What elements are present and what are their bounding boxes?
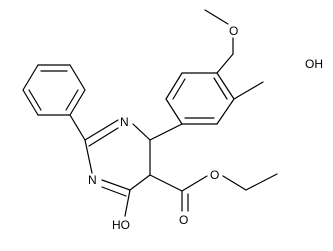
bond: [101, 186, 127, 197]
bond: [165, 72, 183, 100]
bond: [149, 174, 183, 192]
atom-n-lower: N: [88, 173, 97, 187]
bond: [216, 53, 234, 74]
atom-carbonyl-o: O: [179, 213, 188, 227]
atom-ho-bottom: HO: [112, 218, 130, 232]
bond: [69, 114, 86, 141]
bond: [216, 72, 235, 100]
atom-ester-o: O: [210, 168, 219, 182]
bond: [181, 175, 208, 192]
bond: [22, 89, 39, 116]
atom-methoxy-o: O: [229, 24, 238, 38]
bond: [245, 173, 278, 191]
bond: [216, 98, 235, 125]
bond: [165, 98, 183, 125]
bond: [88, 127, 119, 147]
bond: [172, 78, 186, 100]
atom-labels: N N HO OH O O O: [88, 24, 323, 232]
bond: [129, 174, 151, 191]
bond: [101, 179, 131, 191]
atom-oh-aryl: OH: [305, 57, 323, 71]
bond: [65, 89, 79, 111]
bond: [233, 81, 264, 100]
bond: [213, 77, 228, 100]
bond: [222, 175, 247, 191]
bond: [69, 64, 86, 91]
bond: [69, 89, 86, 116]
bond: [84, 139, 93, 174]
bond: [132, 123, 151, 141]
bond: [124, 189, 131, 217]
bond: [28, 89, 42, 111]
bonds: [22, 9, 278, 217]
bond: [84, 119, 119, 141]
atom-n-upper: N: [120, 115, 129, 129]
bond: [22, 64, 39, 91]
bond: [149, 123, 183, 141]
bond: [204, 9, 229, 25]
